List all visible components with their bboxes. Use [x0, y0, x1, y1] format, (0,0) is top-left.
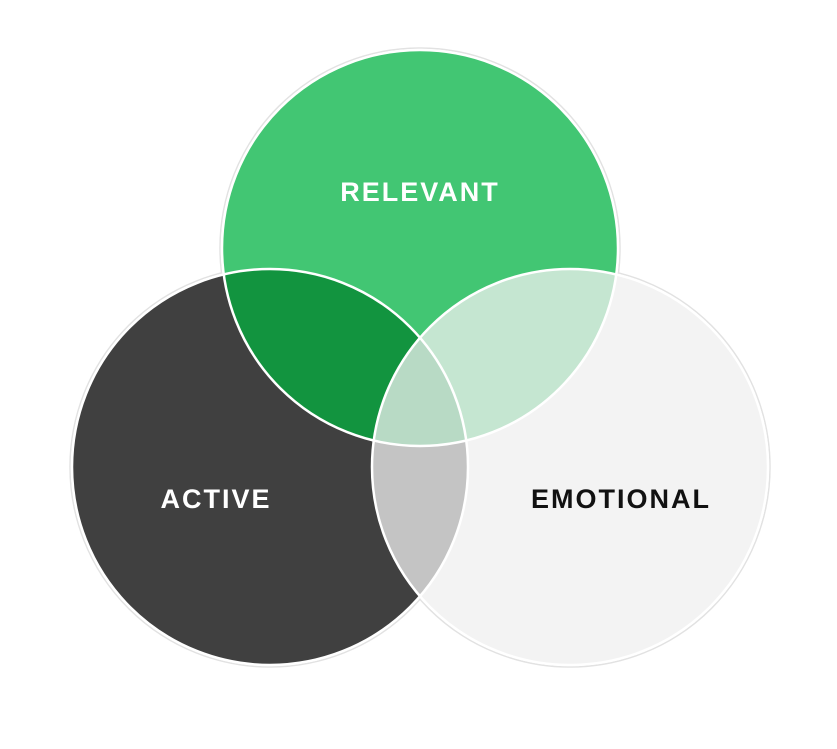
emotional-outline — [370, 267, 770, 667]
relevant-outline — [220, 48, 620, 448]
emotional-label: EMOTIONAL — [531, 484, 711, 514]
active-label: ACTIVE — [160, 484, 271, 514]
relevant-emotional-overlap — [372, 269, 618, 446]
active-outline — [70, 267, 470, 667]
relevant-label: RELEVANT — [340, 177, 500, 207]
relevant-active-overlap — [222, 269, 468, 446]
